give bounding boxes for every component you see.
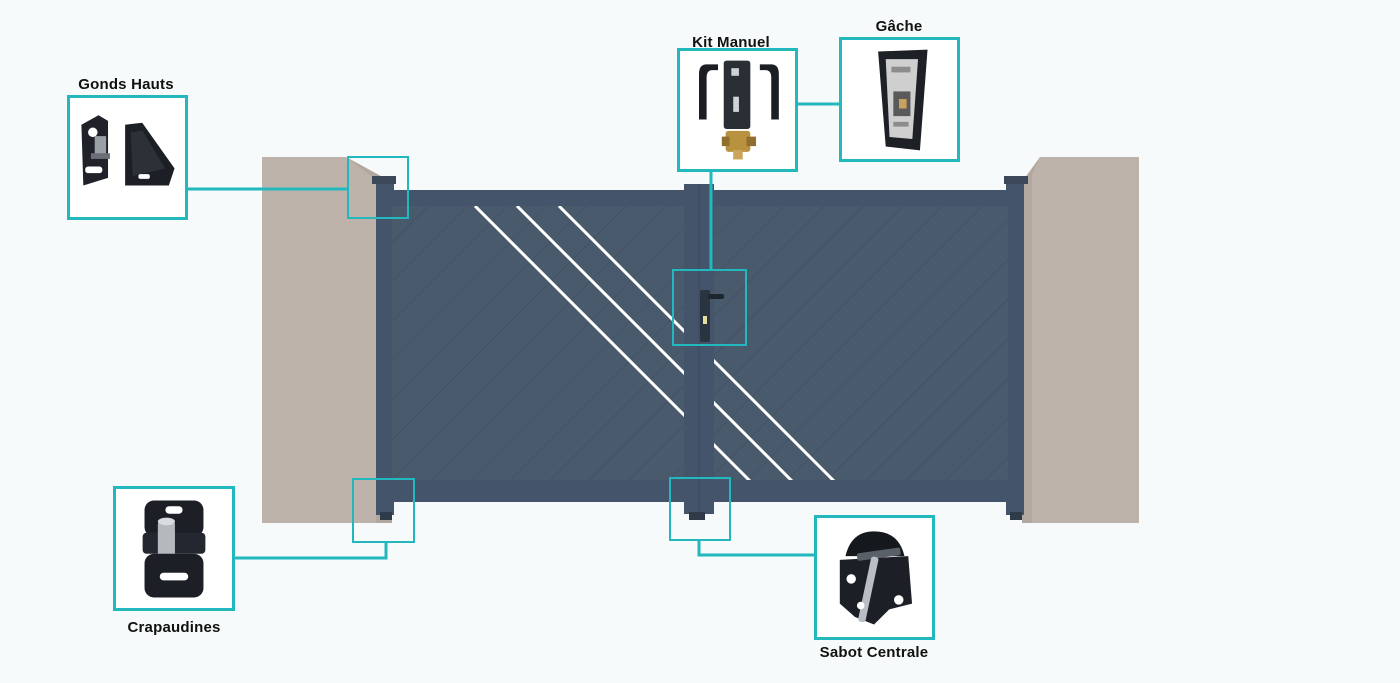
gache-label: Gâche xyxy=(875,18,923,35)
stop-callout-line xyxy=(697,540,816,557)
pivot-highlight-box xyxy=(352,478,415,543)
pivot-callout-line xyxy=(233,542,388,560)
gonds-hauts-thumbnail xyxy=(67,95,188,220)
crapaudines-thumbnail xyxy=(113,486,235,611)
bottom-pivot-icon xyxy=(142,500,206,598)
right-pillar xyxy=(1022,157,1139,523)
left-gate-leaf xyxy=(380,190,686,502)
sabot-centrale-label: Sabot Centrale xyxy=(819,644,929,661)
crapaudines-label: Crapaudines xyxy=(127,619,221,636)
gache-thumbnail xyxy=(839,37,960,162)
left-pillar xyxy=(262,157,392,523)
gate-handle xyxy=(700,290,724,342)
sabot-centrale-thumbnail xyxy=(814,515,935,640)
top-hinges-icon xyxy=(81,115,175,186)
central-gate-stop-icon xyxy=(839,531,913,625)
kit-manuel-thumbnail xyxy=(677,48,798,172)
gonds-hauts-label: Gonds Hauts xyxy=(78,76,174,93)
strike-plate-icon xyxy=(878,49,928,151)
kit-manuel-label: Kit Manuel xyxy=(692,34,770,51)
right-gate-leaf xyxy=(708,190,1018,502)
manual-lock-kit-icon xyxy=(699,60,779,160)
